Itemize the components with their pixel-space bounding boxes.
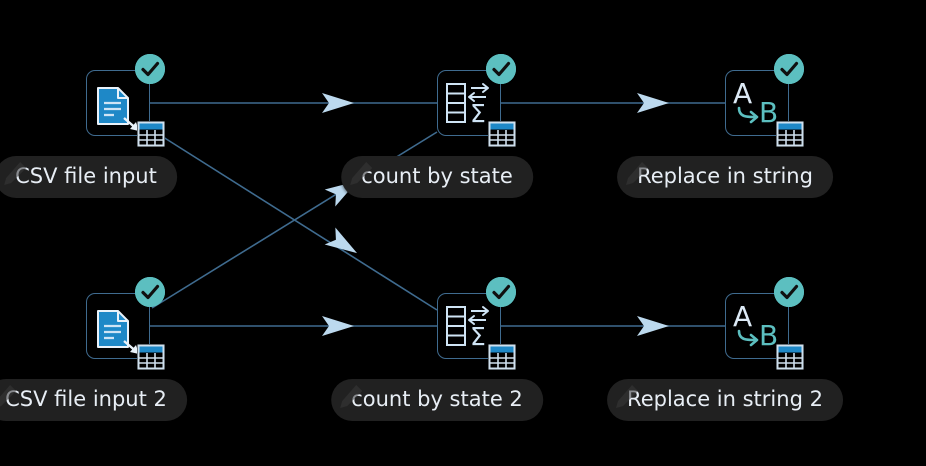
output-table-port-icon[interactable]: [776, 121, 804, 147]
svg-text:A: A: [733, 300, 752, 333]
node-label-text: Replace in string 2: [627, 387, 823, 411]
output-table-port-icon[interactable]: [137, 344, 165, 370]
node-label-text: count by state 2: [351, 387, 523, 411]
node-label-csv-file-input[interactable]: CSV file input: [0, 156, 177, 198]
svg-text:B: B: [759, 319, 778, 352]
node-label-replace-in-string[interactable]: Replace in string: [617, 156, 833, 198]
check-badge-icon: [486, 277, 516, 307]
output-table-port-icon[interactable]: [488, 344, 516, 370]
edit-pencil-icon: [616, 385, 639, 408]
check-badge-icon: [774, 277, 804, 307]
node-label-text: CSV file input 2: [5, 387, 167, 411]
node-label-csv-file-input-2[interactable]: CSV file input 2: [0, 379, 187, 421]
output-table-port-icon[interactable]: [488, 121, 516, 147]
group-by-sigma-icon: Σ: [437, 70, 501, 136]
group-by-sigma-icon: Σ: [437, 293, 501, 359]
edit-pencil-icon: [0, 385, 17, 407]
svg-text:Σ: Σ: [470, 322, 486, 351]
replace-a-to-b-icon: A B: [725, 293, 789, 359]
node-label-text: count by state: [361, 164, 513, 188]
replace-a-to-b-icon: A B: [725, 70, 789, 136]
check-badge-icon: [486, 54, 516, 84]
edit-pencil-icon: [626, 162, 649, 185]
output-table-port-icon[interactable]: [137, 121, 165, 147]
edit-pencil-icon: [340, 385, 363, 408]
node-label-text: Replace in string: [637, 164, 813, 188]
connection-count-by-state-to-replace-in-string[interactable]: [501, 93, 725, 113]
connection-count-by-state-2-to-replace-in-string-2[interactable]: [501, 316, 725, 336]
csv-document-icon: [86, 293, 150, 359]
connection-csv-file-input-to-count-by-state[interactable]: [150, 93, 437, 113]
node-label-count-by-state-2[interactable]: count by state 2: [331, 379, 543, 421]
svg-text:Σ: Σ: [470, 99, 486, 128]
node-label-count-by-state[interactable]: count by state: [341, 156, 533, 198]
output-table-port-icon[interactable]: [776, 344, 804, 370]
node-label-replace-in-string-2[interactable]: Replace in string 2: [607, 379, 843, 421]
csv-document-icon: [86, 70, 150, 136]
check-badge-icon: [774, 54, 804, 84]
edit-pencil-icon: [350, 162, 373, 185]
connection-csv-file-input-2-to-count-by-state-2[interactable]: [150, 316, 437, 336]
svg-text:B: B: [759, 96, 778, 129]
edit-pencil-icon: [4, 162, 27, 185]
check-badge-icon: [135, 54, 165, 84]
node-label-text: CSV file input: [15, 164, 157, 188]
svg-text:A: A: [733, 77, 752, 110]
check-badge-icon: [135, 277, 165, 307]
